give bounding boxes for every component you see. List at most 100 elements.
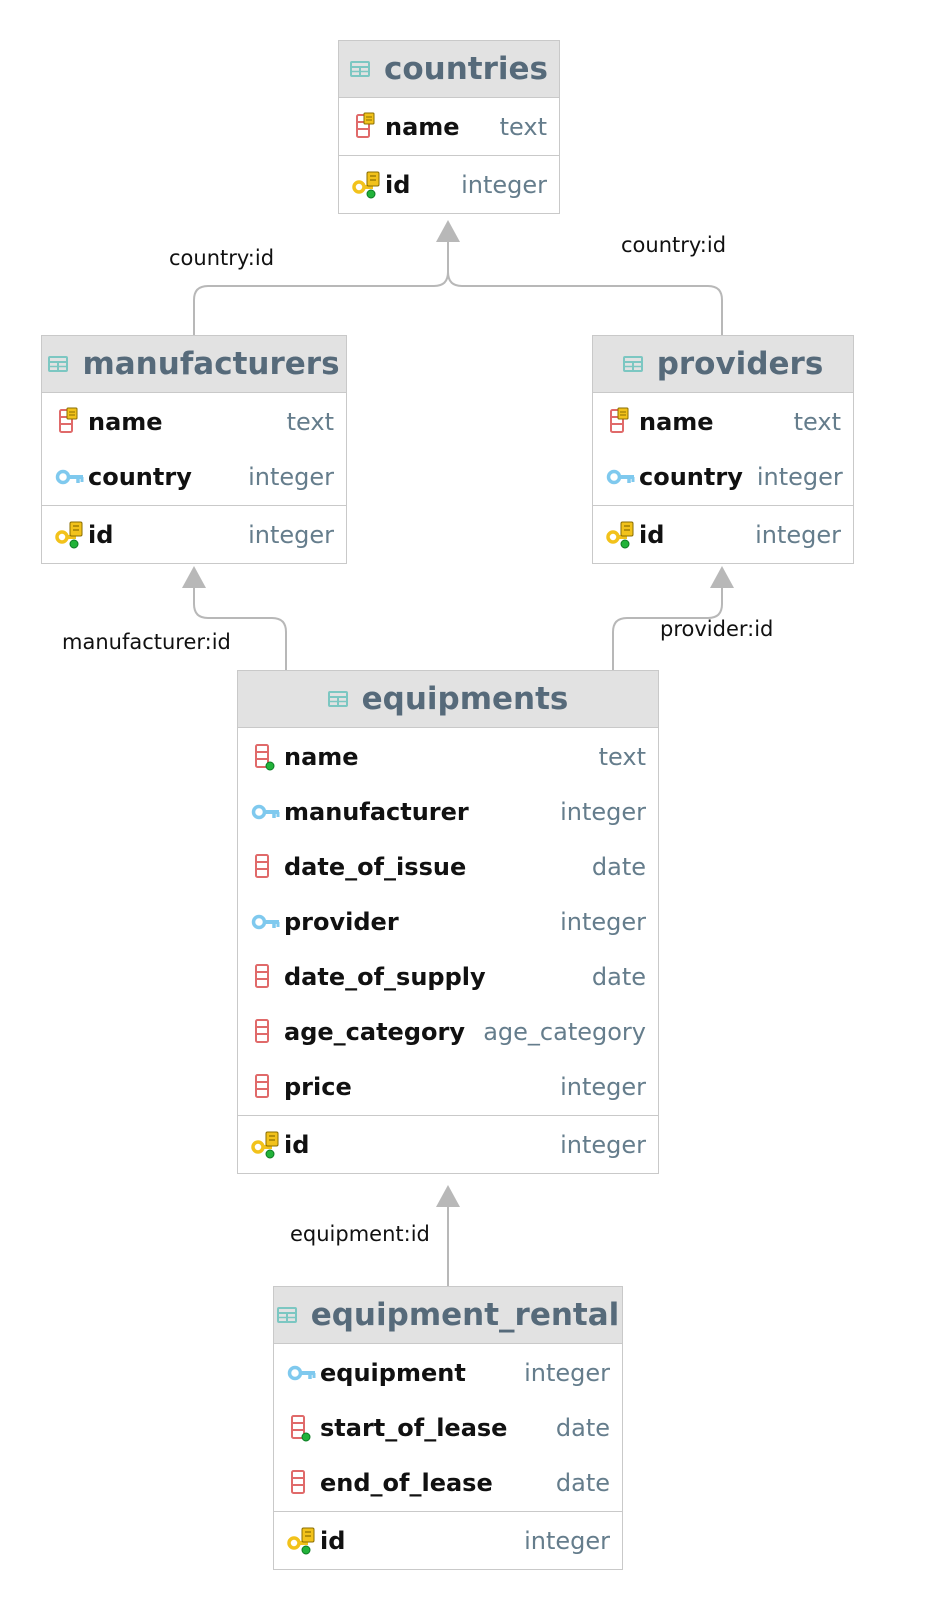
column-index-icon [54,407,86,437]
entity-header[interactable]: manufacturers [42,336,346,393]
column-type: integer [524,1526,610,1555]
column-icon [250,852,282,882]
column-name: country [88,462,192,491]
column-name: id [639,520,665,549]
column-row-date-of-supply[interactable]: date_of_supply date [238,949,658,1004]
table-icon [276,1307,297,1323]
foreign-key-icon [54,462,86,492]
column-type: text [286,407,334,436]
column-index-icon [605,407,637,437]
column-name: id [385,170,411,199]
column-type: date [591,852,646,881]
column-name: name [88,407,163,436]
column-type: integer [560,1072,646,1101]
column-type: text [793,407,841,436]
relation-label-manufacturers-country: country:id [169,246,275,270]
primary-key-icon [605,520,637,550]
connector-providers-countries [447,240,723,335]
column-name: manufacturer [284,797,469,826]
column-name: equipment [320,1358,466,1387]
column-type: date [591,962,646,991]
connector-equipments-providers [612,585,723,670]
column-notnull-icon [286,1413,318,1443]
column-name: date_of_issue [284,852,467,881]
column-type: date [555,1413,610,1442]
column-icon [250,1017,282,1047]
column-name: provider [284,907,399,936]
column-name: date_of_supply [284,962,486,991]
table-icon [48,356,69,372]
entity-title: manufacturers [82,346,340,382]
column-icon [250,962,282,992]
arrowhead-countries [436,220,460,242]
column-row-date-of-issue[interactable]: date_of_issue date [238,839,658,894]
foreign-key-icon [250,907,282,937]
relation-label-equipments-manufacturer: manufacturer:id [62,630,231,654]
column-list: name text [339,98,559,155]
primary-key-icon [351,170,383,200]
column-type: integer [560,1130,646,1159]
entity-equipment-rental[interactable]: equipment_rental equipment integer start_… [273,1286,623,1570]
foreign-key-icon [286,1358,318,1388]
entity-header[interactable]: equipments [238,671,658,728]
column-icon [286,1468,318,1498]
column-row-id[interactable]: id integer [339,157,559,212]
column-type: integer [461,170,547,199]
column-notnull-icon [250,742,282,772]
column-row-equipment[interactable]: equipment integer [274,1345,622,1400]
column-type: text [499,112,547,141]
entity-title: providers [656,346,824,382]
entity-header[interactable]: equipment_rental [274,1287,622,1344]
column-name: id [320,1526,346,1555]
entity-manufacturers[interactable]: manufacturers name text country integer id… [41,335,347,564]
foreign-key-icon [605,462,637,492]
primary-key-section: id integer [238,1115,658,1173]
column-row-id[interactable]: id integer [593,507,853,562]
foreign-key-icon [250,797,282,827]
column-icon [250,1072,282,1102]
column-type: integer [755,520,841,549]
column-row-name[interactable]: name text [339,99,559,154]
relation-label-equipments-provider: provider:id [660,617,774,641]
column-name: id [284,1130,310,1159]
column-name: id [88,520,114,549]
column-row-name[interactable]: name text [593,394,853,449]
column-type: age_category [483,1017,646,1046]
entity-header[interactable]: countries [339,41,559,98]
column-type: integer [524,1358,610,1387]
table-icon [327,691,348,707]
entity-title: countries [383,51,549,87]
relation-label-rental-equipment: equipment:id [290,1222,430,1246]
entity-countries[interactable]: countries name text id integer [338,40,560,214]
primary-key-icon [286,1526,318,1556]
column-type: integer [756,462,843,491]
column-name: name [385,112,460,141]
entity-title: equipment_rental [310,1297,620,1333]
arrowhead-manufacturers [182,566,206,588]
column-type: integer [248,462,334,491]
column-name: name [639,407,714,436]
column-row-id[interactable]: id integer [238,1117,658,1172]
column-row-id[interactable]: id integer [274,1513,622,1568]
arrowhead-equipments [436,1185,460,1207]
column-row-name[interactable]: name text [42,394,346,449]
relation-label-providers-country: country:id [621,233,727,257]
column-row-country[interactable]: country integer [42,449,346,504]
entity-header[interactable]: providers [593,336,853,393]
